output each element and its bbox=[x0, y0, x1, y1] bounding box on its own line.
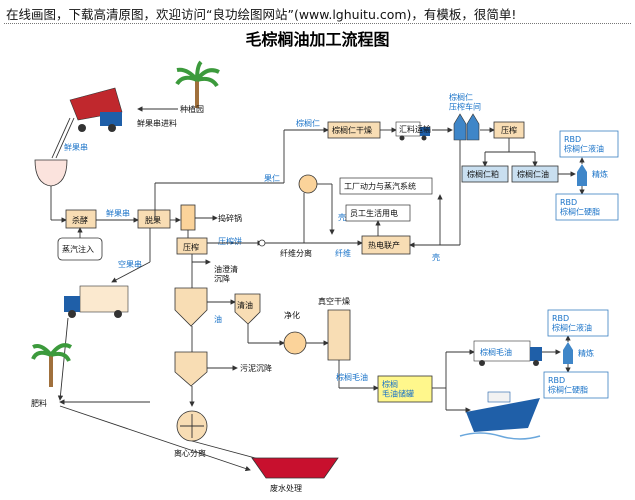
empty-bunch-label: 空果串 bbox=[118, 259, 142, 269]
cargo-ship-icon bbox=[459, 391, 541, 440]
diagram-title: 毛棕榈油加工流程图 bbox=[245, 30, 390, 49]
nut-label: 果仁 bbox=[264, 173, 280, 183]
fertilizer-label: 肥料 bbox=[31, 398, 47, 408]
clean-oil-label: 清油 bbox=[237, 300, 253, 310]
oil-label: 油 bbox=[214, 314, 222, 324]
cpo-storage-label: 棕榈毛油 bbox=[336, 372, 368, 382]
rbd-liquid-box-1 bbox=[559, 130, 619, 158]
sludge-tank bbox=[174, 351, 208, 387]
receiving-hopper bbox=[34, 159, 68, 187]
lorry-icon bbox=[64, 285, 129, 318]
press-cake-node bbox=[258, 239, 266, 247]
waste-label: 废水处理 bbox=[270, 483, 302, 493]
sludge-label: 污泥沉降 bbox=[240, 363, 272, 373]
centrifuge-label: 离心分离 bbox=[174, 448, 206, 458]
rbd-solid-box-1 bbox=[555, 193, 619, 221]
kernel-plant-label: 棕榈仁压榨车间 bbox=[449, 92, 481, 112]
kernel-dry-label: 棕榈仁干燥 bbox=[332, 125, 372, 135]
kernel-top-label: 棕榈仁 bbox=[296, 118, 320, 128]
kernel-meal-label: 棕榈仁粕 bbox=[467, 169, 499, 179]
purify-label: 净化 bbox=[284, 310, 300, 320]
refinery-icon-2 bbox=[563, 342, 573, 364]
sterilize-label: 杀酵 bbox=[72, 215, 88, 225]
mash-label: 捣碎锅 bbox=[218, 213, 242, 223]
factory-power-box bbox=[339, 177, 433, 195]
rbd-solid-box-2 bbox=[543, 371, 609, 399]
storage-label: 棕榈毛油储罐 bbox=[382, 379, 414, 399]
ffb-mid-label: 鲜果串 bbox=[106, 208, 130, 218]
press-label: 压榨 bbox=[183, 242, 199, 252]
nut-separator-icon bbox=[298, 174, 318, 194]
plantation-label: 种植园 bbox=[180, 104, 204, 114]
chp-label: 热电联产 bbox=[368, 240, 400, 250]
ffb-top-label: 鲜果串 bbox=[64, 142, 88, 152]
clarifier-tank bbox=[174, 287, 208, 327]
digester-tank bbox=[180, 204, 196, 231]
thresher-box bbox=[137, 209, 171, 229]
shell-label: 壳 bbox=[338, 212, 346, 222]
palm-tree-lower-icon bbox=[31, 343, 73, 387]
staff-power-label: 员工生活用电 bbox=[350, 208, 398, 218]
fiber-label: 纤维 bbox=[335, 248, 351, 258]
dump-truck-icon bbox=[69, 87, 123, 132]
clarify-label: 油澄清沉降 bbox=[214, 264, 238, 284]
refine2-label: 精炼 bbox=[578, 348, 594, 358]
refine1-label: 精炼 bbox=[592, 169, 608, 179]
ffb-input-label: 鲜果串进料 bbox=[137, 118, 177, 128]
press-cake-label: 压榨饼 bbox=[218, 236, 242, 246]
truck-kernel-label: 汇料运输 bbox=[399, 124, 431, 134]
steam-label: 蒸汽注入 bbox=[62, 244, 94, 254]
vacuum-label: 真空干燥 bbox=[318, 296, 350, 306]
shell2-label: 壳 bbox=[432, 252, 440, 262]
fiber-sep-label: 纤维分离 bbox=[280, 248, 312, 258]
tanker-truck-icon bbox=[473, 340, 542, 366]
cpo-truck-label: 棕榈毛油 bbox=[480, 347, 512, 357]
kernel-oil-label: 棕榈仁油 bbox=[517, 169, 549, 179]
kernel-silo-icon bbox=[453, 113, 480, 141]
refinery-icon-1 bbox=[577, 164, 587, 186]
site-banner: 在线画图，下载高清原图，欢迎访问“良功绘图网站”(www.lghuitu.com… bbox=[6, 7, 517, 22]
dotted-divider bbox=[4, 23, 631, 24]
vacuum-dryer-tank bbox=[327, 309, 351, 361]
purifier-icon bbox=[283, 331, 307, 355]
kernel-meal-box bbox=[461, 165, 509, 183]
rbd-liquid-box-2 bbox=[547, 309, 609, 337]
clean-oil-tank bbox=[234, 293, 261, 325]
truck-icon bbox=[395, 121, 430, 141]
palm-tree-icon bbox=[175, 60, 220, 108]
factory-power-label: 工厂动力与蒸汽系统 bbox=[344, 181, 416, 191]
press2-label: 压榨 bbox=[501, 125, 517, 135]
cpo-storage-box bbox=[377, 375, 433, 403]
wastewater-basin bbox=[251, 457, 339, 479]
thresh-label: 脱果 bbox=[145, 215, 161, 225]
